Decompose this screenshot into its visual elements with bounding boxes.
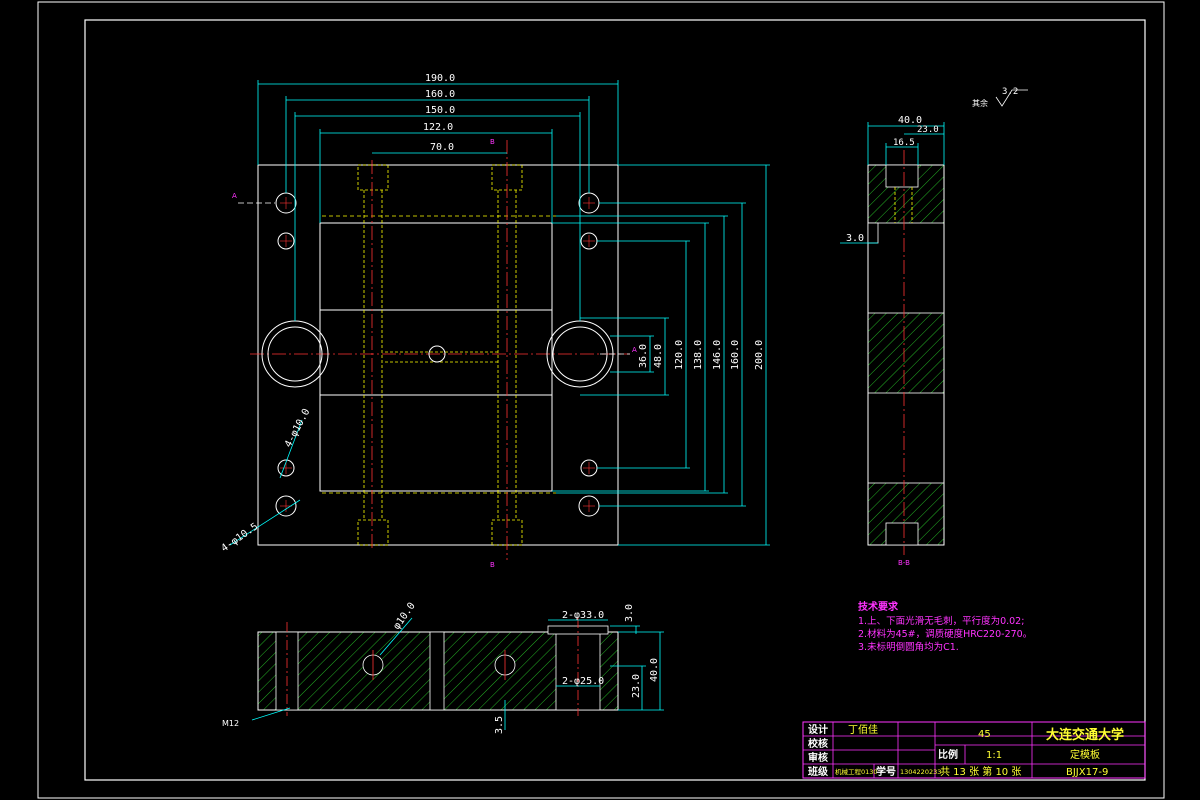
bottom-slot bbox=[429, 631, 445, 711]
tech-title: 技术要求 bbox=[858, 600, 899, 613]
dim-160: 160.0 bbox=[730, 340, 741, 370]
roughness-symbol: 其余 3.2 bbox=[972, 87, 1028, 108]
side-view: 40.0 23.0 16.5 3.0 B-B bbox=[840, 115, 945, 567]
bottom-dim-40: 40.0 bbox=[649, 658, 660, 682]
roughness-mark bbox=[995, 89, 1028, 107]
dim-200: 200.0 bbox=[754, 340, 765, 370]
tech-requirements: 技术要求 1.上、下面光滑无毛刺，平行度为0.02; 2.材料为45#，调质硬度… bbox=[858, 600, 1032, 653]
section-mark-b-bottom: B bbox=[490, 561, 495, 569]
tb-designer: 丁佰佳 bbox=[848, 723, 878, 736]
roughness-label: 其余 bbox=[972, 98, 988, 108]
side-dim-23: 23.0 bbox=[917, 125, 939, 135]
tb-class-label: 班级 bbox=[808, 765, 829, 778]
outer-frame bbox=[37, 1, 1165, 799]
section-mark-a-right: A bbox=[632, 346, 637, 354]
tb-id-label: 学号 bbox=[876, 765, 896, 778]
tb-design-label: 设计 bbox=[808, 723, 828, 736]
bottom-dim-phi25: 2-φ25.0 bbox=[562, 676, 604, 687]
tb-material: 45 bbox=[978, 729, 991, 740]
screw-hole bbox=[357, 519, 389, 546]
dim-150: 150.0 bbox=[425, 105, 455, 116]
tb-class-value: 机械工程0130 bbox=[835, 767, 878, 776]
dim-122: 122.0 bbox=[423, 122, 453, 133]
roughness-value: 3.2 bbox=[1002, 87, 1018, 97]
title-block-grid bbox=[803, 722, 1145, 778]
dim-48: 48.0 bbox=[653, 344, 664, 368]
dim-120: 120.0 bbox=[674, 340, 685, 370]
bottom-dim-phi33: 2-φ33.0 bbox=[562, 610, 604, 621]
tb-scale-value: 1:1 bbox=[986, 750, 1002, 761]
side-dim-40: 40.0 bbox=[898, 115, 922, 126]
dim-160: 160.0 bbox=[425, 89, 455, 100]
bottom-dimensions bbox=[251, 617, 664, 730]
leader-phi105 bbox=[229, 499, 301, 546]
tb-drawing-no: BJJX17-9 bbox=[1066, 767, 1108, 778]
right-dimensions bbox=[552, 164, 770, 546]
bottom-view: 2-φ33.0 2-φ25.0 3.0 40.0 23.0 3.5 φ10.0 … bbox=[222, 601, 664, 734]
top-dimensions bbox=[257, 80, 619, 321]
tb-review-label: 审核 bbox=[808, 751, 828, 764]
hatch-mid bbox=[867, 312, 945, 394]
front-view: 190.0 160.0 150.0 122.0 70.0 bbox=[219, 73, 770, 569]
tb-sheets: 共 13 张 第 10 张 bbox=[940, 765, 1021, 778]
counterbore-bottom bbox=[885, 522, 919, 546]
screw-hole bbox=[357, 164, 389, 191]
label-phi105: 4-φ10.5 bbox=[219, 521, 260, 554]
dim-190: 190.0 bbox=[425, 73, 455, 84]
bushing-inner bbox=[267, 326, 323, 382]
step bbox=[867, 222, 879, 244]
tech-item-1: 1.上、下面光滑无毛刺，平行度为0.02; bbox=[858, 615, 1024, 627]
small-hole bbox=[277, 459, 295, 477]
label-phi10: 4-φ10.0 bbox=[283, 407, 313, 449]
title-block: 设计 丁佰佳 校核 审核 班级 机械工程0130 学号 1304220233 4… bbox=[802, 721, 1146, 779]
section-mark-b-top: B bbox=[490, 138, 495, 146]
tb-scale-label: 比例 bbox=[938, 748, 958, 761]
tb-check-label: 校核 bbox=[808, 737, 828, 750]
dim-138: 138.0 bbox=[693, 340, 704, 370]
side-dim-3: 3.0 bbox=[846, 233, 864, 244]
side-section-label: B-B bbox=[898, 559, 910, 567]
bottom-dim-35: 3.5 bbox=[494, 716, 505, 734]
bushing-inner bbox=[552, 326, 608, 382]
bottom-dim-23: 23.0 bbox=[631, 674, 642, 698]
bottom-dim-m12: M12 bbox=[222, 719, 239, 728]
side-dim-165: 16.5 bbox=[893, 138, 915, 148]
tech-item-2: 2.材料为45#，调质硬度HRC220-270。 bbox=[858, 628, 1032, 640]
sprue-hole bbox=[428, 345, 446, 363]
tech-item-3: 3.未标明倒圆角均为C1. bbox=[858, 641, 959, 653]
tb-id-value: 1304220233 bbox=[900, 768, 941, 776]
tb-part-name: 定模板 bbox=[1070, 748, 1100, 761]
bottom-dim-3: 3.0 bbox=[624, 604, 635, 622]
guide-hole bbox=[275, 495, 297, 517]
dim-70: 70.0 bbox=[430, 142, 454, 153]
inner-pocket bbox=[319, 222, 553, 492]
hole-centers bbox=[280, 197, 595, 512]
section-mark-a-left: A bbox=[232, 192, 237, 200]
plate-outline bbox=[257, 164, 619, 546]
leader bbox=[379, 617, 413, 656]
counterbore-top bbox=[885, 164, 919, 188]
tb-school: 大连交通大学 bbox=[1046, 727, 1124, 743]
leader-phi10 bbox=[279, 419, 303, 479]
dim-36: 36.0 bbox=[638, 344, 649, 368]
leader bbox=[251, 707, 291, 721]
hidden-screws bbox=[357, 164, 523, 546]
inner-frame bbox=[84, 19, 1146, 781]
small-hole bbox=[277, 232, 295, 250]
dim-146: 146.0 bbox=[712, 340, 723, 370]
guide-holes bbox=[261, 192, 614, 517]
side-dimensions bbox=[840, 122, 945, 244]
